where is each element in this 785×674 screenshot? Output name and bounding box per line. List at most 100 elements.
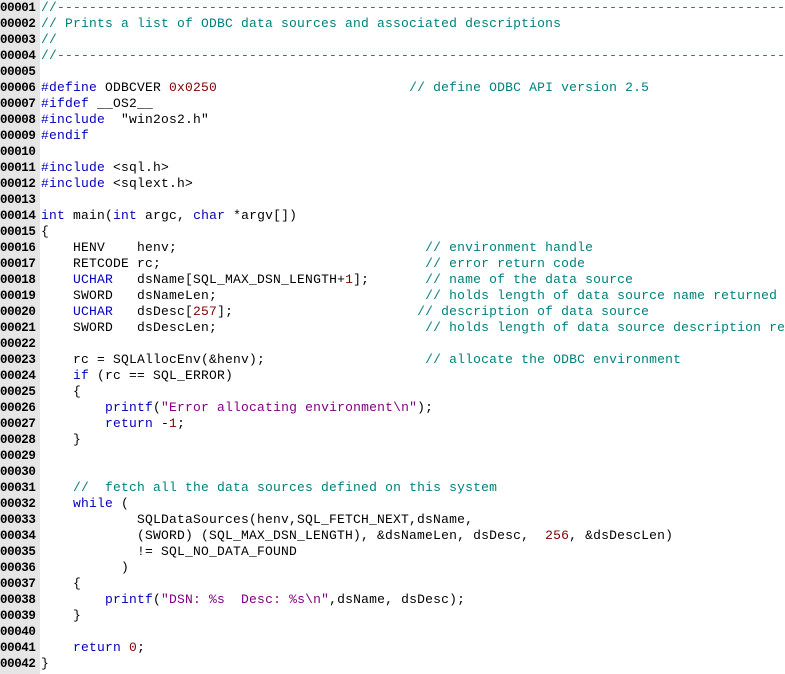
line-number: 00020	[0, 305, 36, 319]
code-line[interactable]: 00022	[0, 336, 785, 352]
code-token-plain: <sql.h>	[105, 160, 170, 175]
code-token-plain	[41, 592, 105, 607]
code-line[interactable]: 00042}	[0, 656, 785, 672]
code-token-type: UCHAR	[73, 304, 114, 319]
code-token-comment: // fetch all the data sources defined on…	[73, 480, 498, 495]
code-line[interactable]: 00016 HENV henv; // environment handle	[0, 240, 785, 256]
code-line[interactable]: 00039 }	[0, 608, 785, 624]
code-line[interactable]: 00034 (SWORD) (SQL_MAX_DSN_LENGTH), &dsN…	[0, 528, 785, 544]
code-line[interactable]: 00010	[0, 144, 785, 160]
line-number: 00029	[0, 449, 36, 463]
line-number: 00025	[0, 385, 36, 399]
code-line[interactable]: 00004//---------------------------------…	[0, 48, 785, 64]
code-token-keyword: char	[193, 208, 226, 223]
code-line[interactable]: 00023 rc = SQLAllocEnv(&henv); // alloca…	[0, 352, 785, 368]
code-token-plain	[41, 304, 73, 319]
code-line[interactable]: 00001//---------------------------------…	[0, 0, 785, 16]
code-text: printf("DSN: %s Desc: %s\n",dsName, dsDe…	[41, 592, 465, 608]
code-text: #define ODBCVER 0x0250 // define ODBC AP…	[41, 80, 649, 96]
code-line[interactable]: 00041 return 0;	[0, 640, 785, 656]
code-line[interactable]: 00008#include "win2os2.h"	[0, 112, 785, 128]
code-line[interactable]: 00024 if (rc == SQL_ERROR)	[0, 368, 785, 384]
line-number: 00012	[0, 177, 36, 191]
code-token-comment: // environment handle	[425, 240, 594, 255]
code-token-plain	[41, 272, 73, 287]
code-line[interactable]: 00032 while (	[0, 496, 785, 512]
code-line[interactable]: 00027 return -1;	[0, 416, 785, 432]
line-number: 00010	[0, 145, 36, 159]
code-token-plain: *argv[])	[225, 208, 298, 223]
code-line[interactable]: 00009 #endif	[0, 128, 785, 144]
code-line[interactable]: 00002// Prints a list of ODBC data sourc…	[0, 16, 785, 32]
code-line[interactable]: 00026 printf("Error allocating environme…	[0, 400, 785, 416]
code-line[interactable]: 00021 SWORD dsDescLen; // holds length o…	[0, 320, 785, 336]
code-token-plain: main(	[65, 208, 114, 223]
code-text: {	[41, 384, 81, 400]
code-line[interactable]: 00031 // fetch all the data sources defi…	[0, 480, 785, 496]
line-number: 00005	[0, 65, 36, 79]
code-token-plain: -	[153, 416, 170, 431]
line-number: 00023	[0, 353, 36, 367]
code-token-macro: #include	[41, 176, 106, 191]
line-number: 00032	[0, 497, 36, 511]
code-line[interactable]: 00036 )	[0, 560, 785, 576]
line-number: 00040	[0, 625, 36, 639]
code-text: }	[41, 608, 81, 624]
code-line[interactable]: 00025 {	[0, 384, 785, 400]
code-line[interactable]: 00038 printf("DSN: %s Desc: %s\n",dsName…	[0, 592, 785, 608]
code-token-plain: , &dsDescLen)	[569, 528, 674, 543]
code-line[interactable]: 00003//	[0, 32, 785, 48]
code-token-plain: __OS2__	[89, 96, 154, 111]
code-line[interactable]: 00037 {	[0, 576, 785, 592]
code-token-plain: SWORD dsDescLen;	[41, 320, 426, 335]
code-line[interactable]: 00029	[0, 448, 785, 464]
code-token-macro: #endif	[41, 128, 90, 143]
code-text: return 0;	[41, 640, 145, 656]
code-line[interactable]: 00033 SQLDataSources(henv,SQL_FETCH_NEXT…	[0, 512, 785, 528]
code-token-string: "Error allocating environment\n"	[161, 400, 418, 415]
code-token-macro: #ifdef	[41, 96, 90, 111]
code-line[interactable]: 00035 != SQL_NO_DATA_FOUND	[0, 544, 785, 560]
code-line[interactable]: 00028 }	[0, 432, 785, 448]
code-line[interactable]: 00015{	[0, 224, 785, 240]
code-token-comment: // holds length of data source name retu…	[425, 288, 785, 303]
code-token-plain: {	[41, 224, 50, 239]
code-token-comment: // define ODBC API version 2.5	[409, 80, 650, 95]
code-text: )	[41, 560, 129, 576]
code-line[interactable]: 00018 UCHAR dsName[SQL_MAX_DSN_LENGTH+1]…	[0, 272, 785, 288]
line-number: 00009	[0, 129, 36, 143]
code-line[interactable]: 00020 UCHAR dsDesc[257]; // description …	[0, 304, 785, 320]
code-line[interactable]: 00011#include <sql.h>	[0, 160, 785, 176]
line-number: 00037	[0, 577, 36, 591]
line-number-gutter	[0, 0, 40, 674]
code-line[interactable]: 00012#include <sqlext.h>	[0, 176, 785, 192]
line-number: 00001	[0, 1, 36, 15]
code-line[interactable]: 00019 SWORD dsNameLen; // holds length o…	[0, 288, 785, 304]
code-line[interactable]: 00005	[0, 64, 785, 80]
line-number: 00026	[0, 401, 36, 415]
code-line[interactable]: 00017 RETCODE rc; // error return code	[0, 256, 785, 272]
code-line[interactable]: 00030	[0, 464, 785, 480]
code-token-plain: "win2os2.h"	[105, 112, 210, 127]
code-line[interactable]: 00007#ifdef __OS2__	[0, 96, 785, 112]
code-token-plain: }	[41, 656, 50, 671]
code-token-plain: argc,	[137, 208, 194, 223]
code-token-plain: ;	[137, 640, 146, 655]
code-token-keyword: return	[105, 416, 154, 431]
code-line[interactable]: 00040	[0, 624, 785, 640]
code-token-plain: SQLDataSources(henv,SQL_FETCH_NEXT,dsNam…	[41, 512, 474, 527]
code-text: #ifdef __OS2__	[41, 96, 153, 112]
code-token-plain: ,dsName, dsDesc);	[329, 592, 466, 607]
code-text: SQLDataSources(henv,SQL_FETCH_NEXT,dsNam…	[41, 512, 473, 528]
code-token-keyword: while	[73, 496, 114, 511]
line-number: 00008	[0, 113, 36, 127]
code-text: while (	[41, 496, 129, 512]
code-token-macro: #include	[41, 160, 106, 175]
code-line[interactable]: 00013	[0, 192, 785, 208]
code-line[interactable]: 00006 #define ODBCVER 0x0250 // define OD…	[0, 80, 785, 96]
line-number: 00027	[0, 417, 36, 431]
code-text: //--------------------------------------…	[41, 48, 785, 64]
line-number: 00006	[0, 81, 36, 95]
